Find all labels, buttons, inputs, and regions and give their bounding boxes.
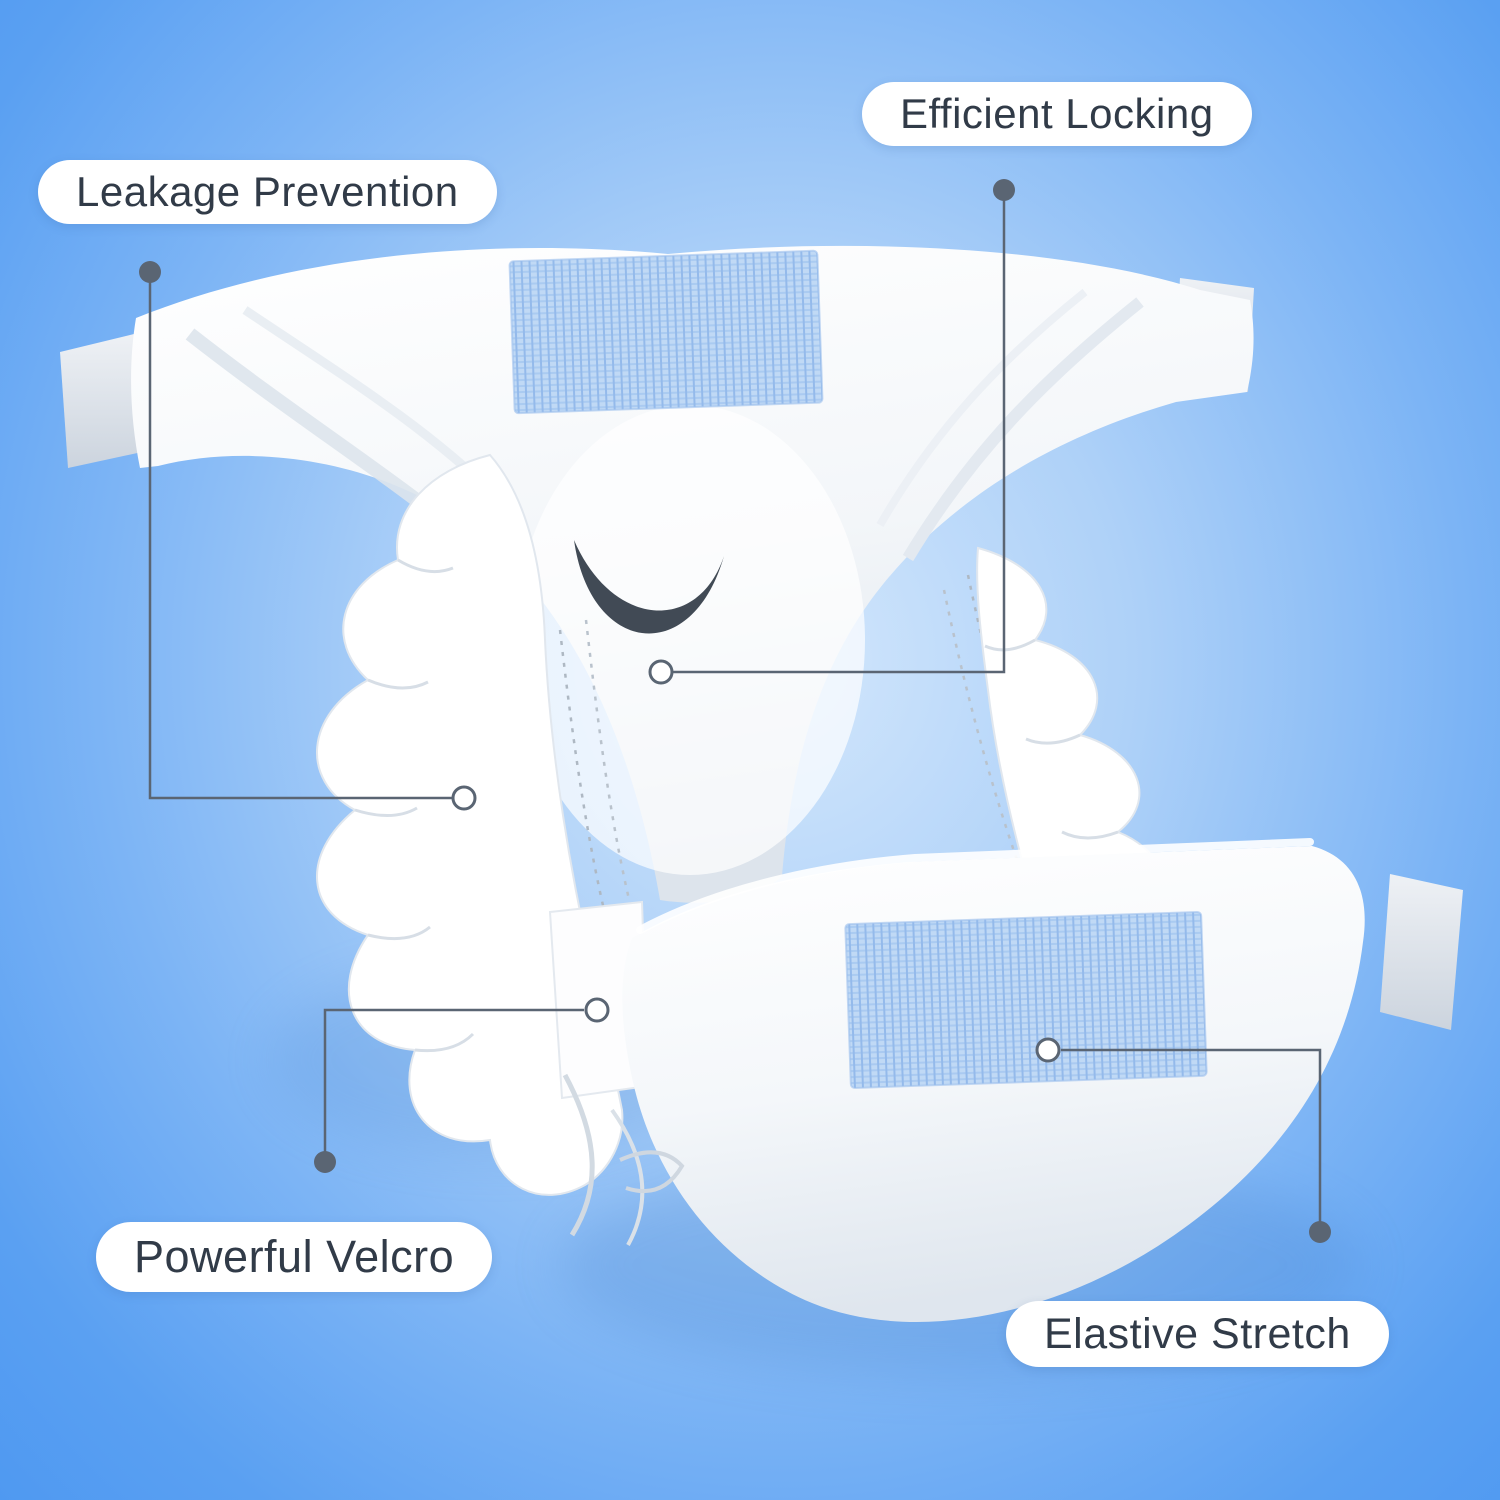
- callout-dot: [1309, 1221, 1331, 1243]
- callout-anchor-circle: [584, 997, 610, 1023]
- callout-line-leakage-prevention: [139, 261, 477, 811]
- callout-line-efficient-locking: [648, 179, 1015, 685]
- front-panel-rim-highlight: [636, 838, 1314, 934]
- callout-dot: [139, 261, 161, 283]
- callout-anchor-circle: [451, 785, 477, 811]
- feature-label-efficient-locking: Efficient Locking: [862, 82, 1252, 146]
- feature-label-leakage-prevention: Leakage Prevention: [38, 160, 497, 224]
- callout-dot: [314, 1151, 336, 1173]
- callout-anchor-circle: [648, 659, 674, 685]
- velcro-patch-front: [844, 910, 1208, 1089]
- left-waist-tab: [60, 334, 142, 468]
- feature-label-text: Elastive Stretch: [1044, 1309, 1351, 1358]
- callout-lines: [139, 179, 1331, 1243]
- feature-label-text: Powerful Velcro: [134, 1231, 455, 1282]
- front-panel-creases: [562, 1073, 685, 1246]
- inner-highlight: [515, 405, 865, 875]
- velcro-patch-top: [508, 249, 824, 415]
- callout-anchor-circle: [1035, 1037, 1061, 1063]
- feature-label-text: Leakage Prevention: [76, 168, 459, 215]
- callout-line-powerful-velcro: [314, 997, 610, 1173]
- feature-label-text: Efficient Locking: [900, 90, 1214, 137]
- callout-dot: [993, 179, 1015, 201]
- front-right-tab: [1380, 874, 1463, 1030]
- feature-label-powerful-velcro: Powerful Velcro: [96, 1222, 493, 1292]
- callout-line-elastive-stretch: [1035, 1037, 1331, 1243]
- crescent-mark: [574, 540, 724, 634]
- feature-label-elastive-stretch: Elastive Stretch: [1006, 1301, 1389, 1367]
